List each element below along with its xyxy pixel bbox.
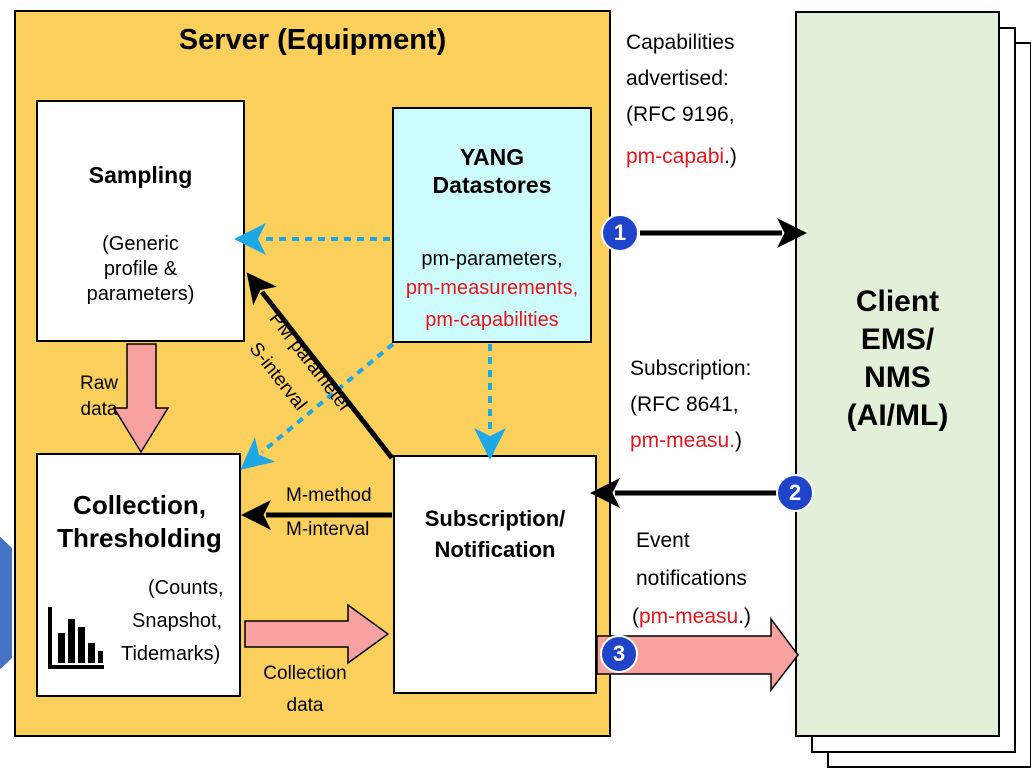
sampling-desc-line-3: parameters) [86, 283, 195, 305]
sampling-desc-line-2: profile & [103, 258, 178, 280]
collection-desc-line-3: Tidemarks) [121, 643, 221, 665]
left-chevron-shape [0, 536, 12, 670]
raw-data-label-line-2: data [80, 399, 118, 420]
client-label-line-3: NMS [864, 361, 931, 394]
client-label-line-2: EMS/ [860, 323, 935, 356]
collection-title-line-1: Collection, [73, 490, 206, 520]
capabilities-close: .) [724, 145, 737, 168]
step-3-badge: 3 [600, 635, 638, 673]
capabilities-text-line-2: advertised: [626, 67, 729, 90]
collection-desc-line-2: Snapshot, [132, 610, 223, 632]
client-label-line-4: (AI/ML) [846, 399, 949, 432]
pm-parameter-arrow [246, 272, 394, 460]
yang-item-pm-parameters: pm-parameters, [421, 248, 563, 270]
sampling-title: Sampling [88, 162, 193, 188]
m-method-label: M-method [286, 485, 372, 506]
collection-data-label-line-2: data [286, 695, 324, 716]
collection-data-label-line-1: Collection [263, 663, 347, 684]
server-title: Server (Equipment) [178, 24, 447, 56]
yang-datastores-box [392, 107, 592, 343]
subscription-notification-box [393, 455, 597, 694]
subscription-text-line-1: Subscription: [630, 357, 752, 380]
yang-item-pm-capabilities: pm-capabilities [425, 309, 559, 331]
raw-data-arrow [112, 343, 170, 454]
client-box [795, 11, 1000, 737]
event-notification-arrow [596, 616, 799, 693]
capabilities-text-line-3: (RFC 9196, [626, 103, 735, 126]
subscription-title-line-1: Subscription/ [424, 506, 566, 531]
event-text-line-1: Event [636, 529, 690, 552]
capabilities-text-line-1: Capabilities [626, 31, 735, 54]
event-text-line-3: (pm-measu.) [632, 604, 751, 630]
collection-data-arrow [244, 603, 390, 665]
raw-data-label-line-1: Raw [79, 373, 118, 394]
event-close: .) [738, 605, 752, 628]
event-open: ( [632, 605, 639, 628]
subscription-pm-measu: pm-measu. [630, 429, 736, 452]
step-2-badge: 2 [776, 474, 814, 512]
subscription-title-line-2: Notification [434, 537, 556, 562]
yang-to-collection-arrow [240, 342, 395, 470]
subscription-close: ) [735, 429, 743, 452]
yang-item-pm-measurements: pm-measurements, [405, 277, 579, 299]
collection-title-line-2: Thresholding [57, 523, 222, 553]
yang-title-line-2: Datastores [432, 172, 552, 198]
event-text-line-2: notifications [636, 567, 747, 590]
capabilities-text-line-4: pm-capabi.) [626, 144, 737, 170]
event-pm-measu: pm-measu [639, 605, 739, 628]
bar-chart-icon [48, 607, 104, 669]
subscription-text-line-2: (RFC 8641, [630, 393, 739, 416]
step-1-badge: 1 [601, 214, 639, 252]
capabilities-pm-capabi: pm-capabi [626, 145, 725, 168]
client-label-line-1: Client [855, 285, 940, 318]
yang-title-line-1: YANG [459, 144, 525, 170]
sampling-desc-line-1: (Generic [102, 233, 179, 255]
subscription-text-line-3: pm-measu.) [630, 428, 742, 454]
collection-desc-line-1: (Counts, [148, 577, 224, 599]
sampling-box [36, 100, 245, 342]
m-interval-label: M-interval [286, 519, 370, 540]
